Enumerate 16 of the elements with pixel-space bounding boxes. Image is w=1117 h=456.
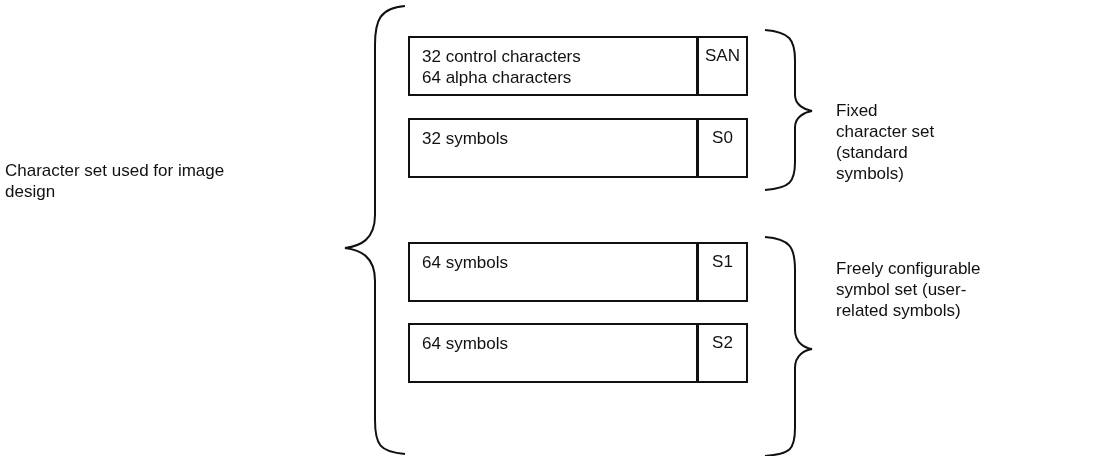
character-set-box xyxy=(408,242,748,302)
character-set-box xyxy=(408,36,748,96)
set-code: S2 xyxy=(712,333,733,352)
set-code: SAN xyxy=(705,46,740,65)
annotation-text: Character set used for image design xyxy=(5,160,226,202)
set-code: S0 xyxy=(712,128,733,147)
character-set-box xyxy=(408,323,748,383)
set-description: 64 symbols xyxy=(422,333,509,354)
character-set-box xyxy=(408,118,748,178)
set-description: 32 symbols xyxy=(422,128,509,149)
set-code: S1 xyxy=(712,252,733,271)
set-description: 64 alpha characters xyxy=(422,67,573,88)
set-description: 64 symbols xyxy=(422,252,509,273)
annotation-text: Freely configurable symbol set (user-related symbols) xyxy=(836,258,982,321)
annotation-text: Fixed character set (standard symbols) xyxy=(836,100,936,184)
set-description: 32 control characters xyxy=(422,46,582,67)
